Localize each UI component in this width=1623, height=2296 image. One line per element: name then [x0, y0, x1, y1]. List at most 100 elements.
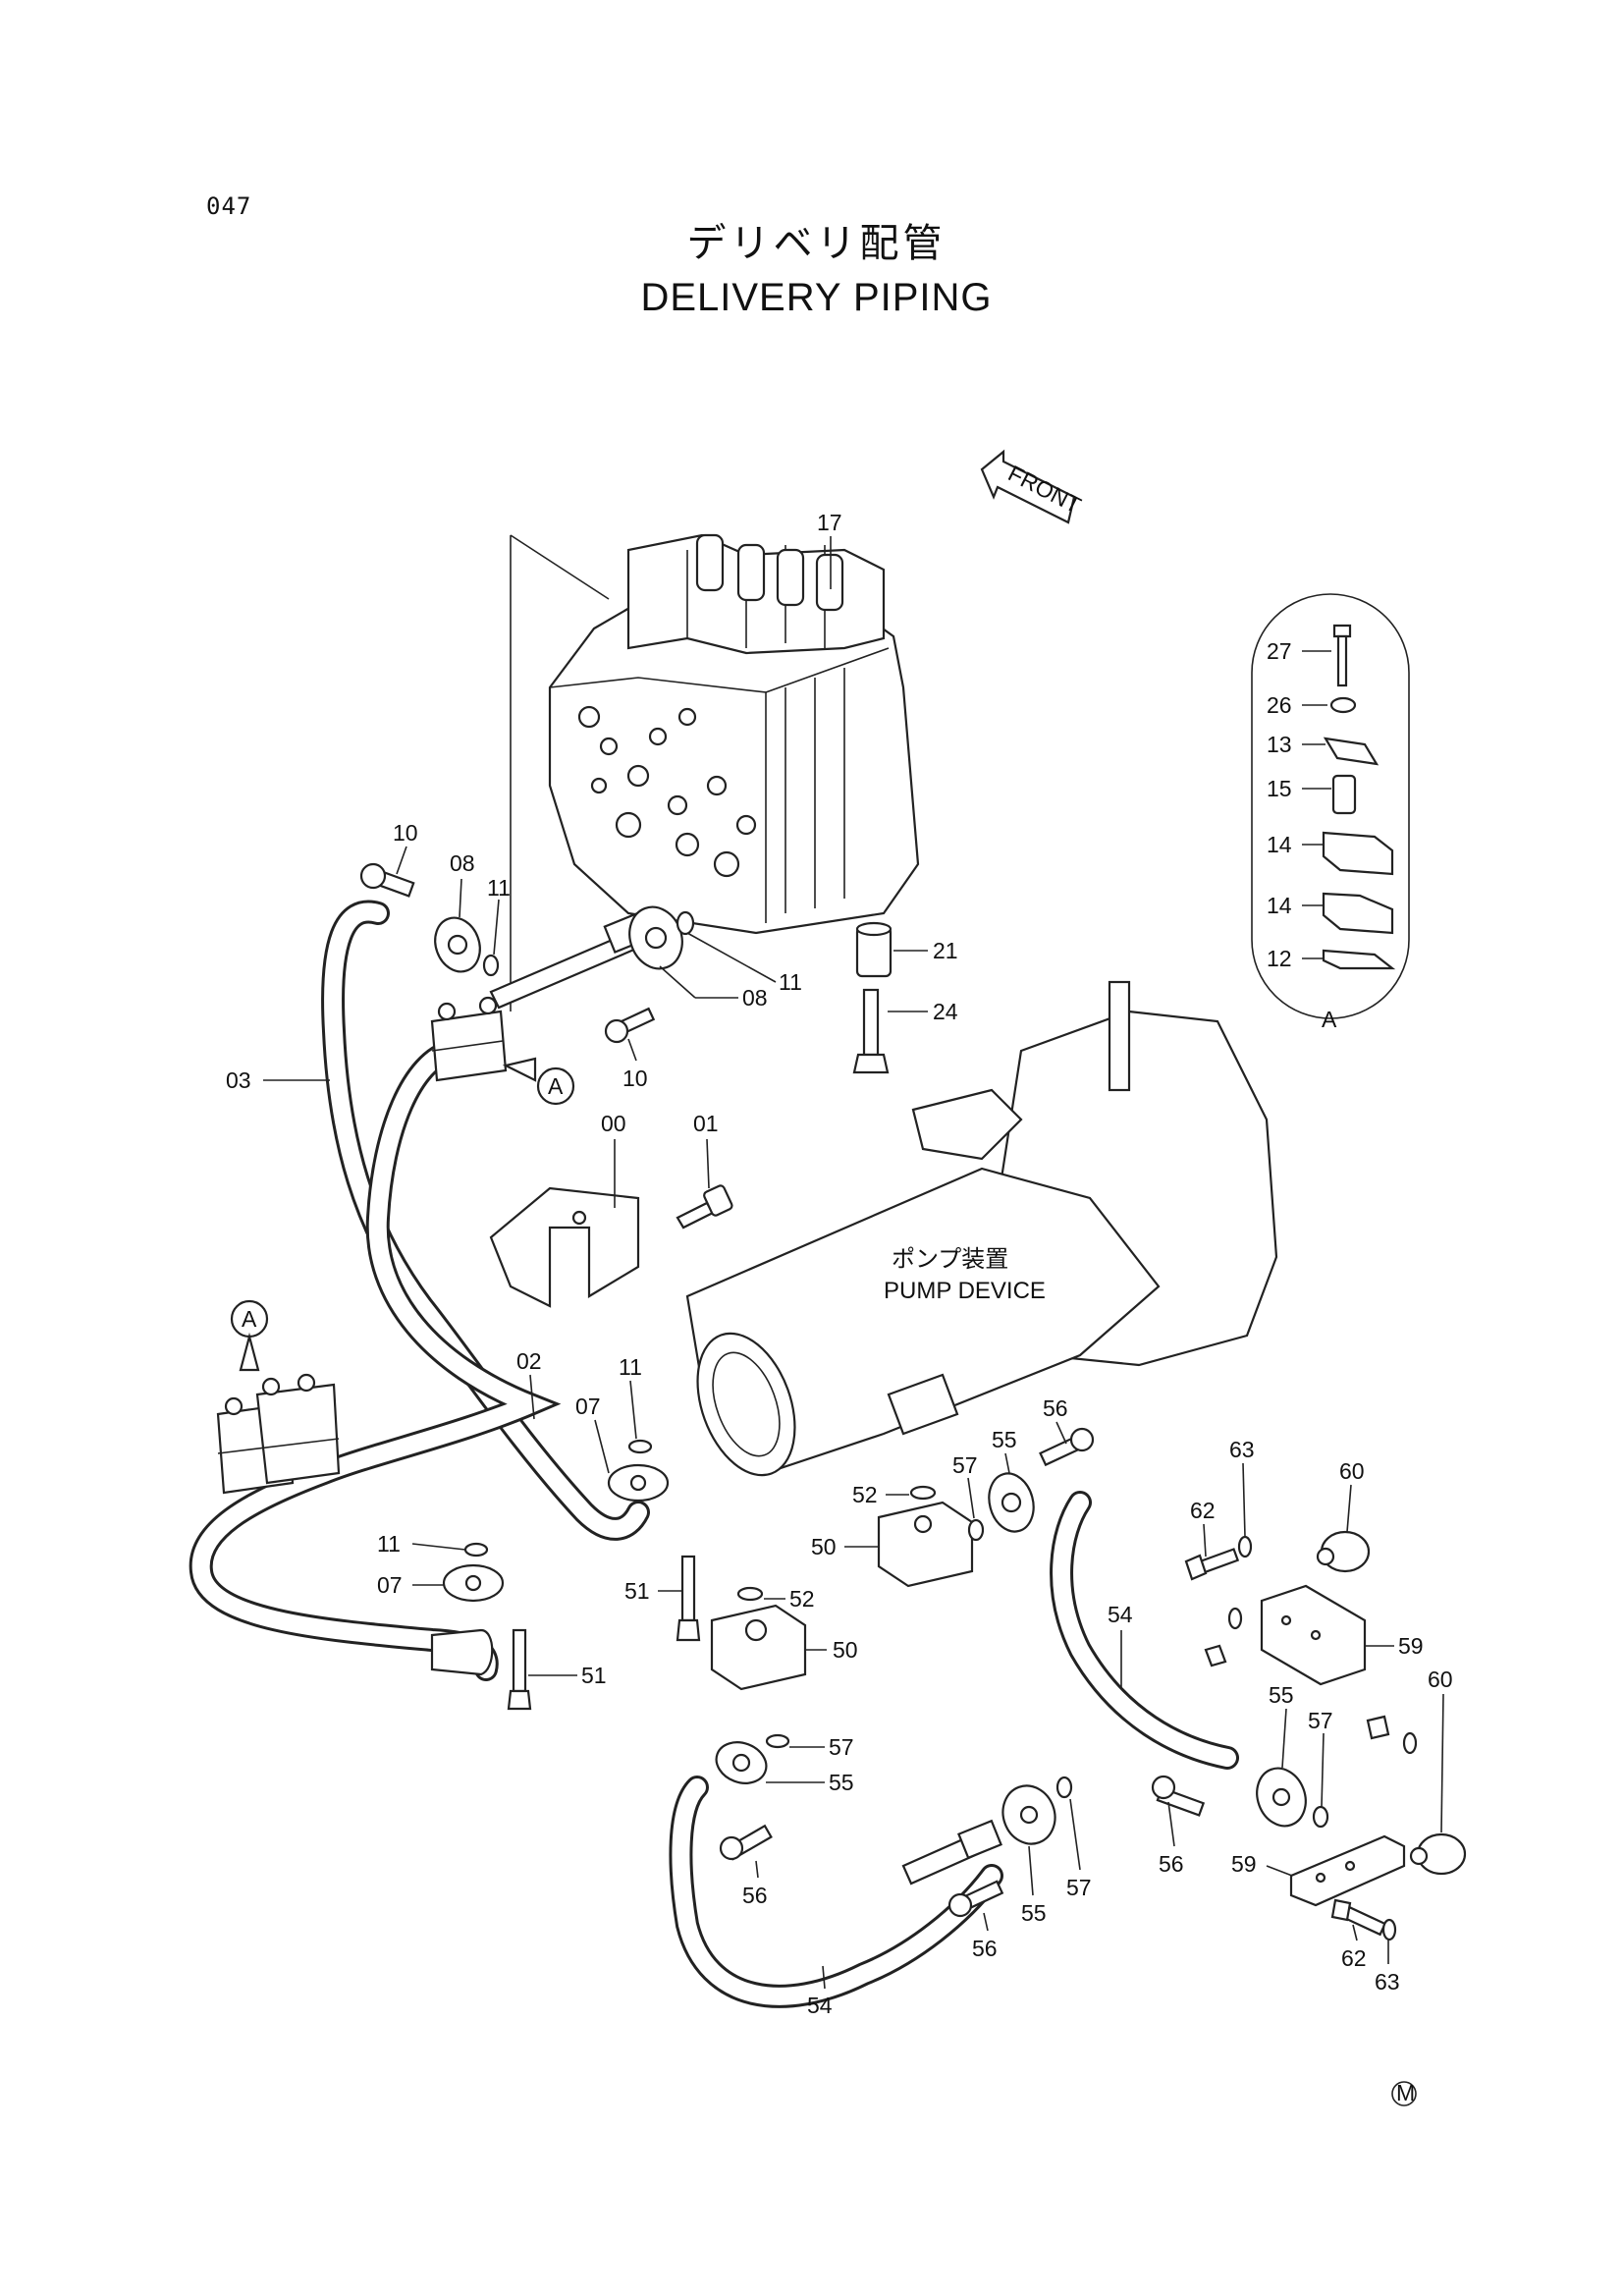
bolt-10-mid	[604, 1007, 656, 1044]
callout-p08a: 08	[450, 850, 475, 918]
callout-p50b: 50	[805, 1637, 858, 1663]
detail-callout-lower: A	[230, 1299, 269, 1372]
svg-text:56: 56	[1043, 1395, 1068, 1421]
svg-text:59: 59	[1398, 1633, 1424, 1659]
svg-text:55: 55	[829, 1770, 854, 1795]
callout-p63a: 63	[1229, 1437, 1255, 1538]
oring-57-right	[1312, 1805, 1329, 1829]
bracket-00	[489, 1186, 640, 1308]
pump-device-label-jp: ポンプ装置	[892, 1246, 1008, 1273]
svg-text:17: 17	[817, 510, 842, 535]
bolt-51-center	[676, 1555, 701, 1642]
svg-text:63: 63	[1229, 1437, 1255, 1462]
oring-11-mid	[676, 910, 695, 936]
callout-p14a: 14	[1267, 832, 1324, 857]
callout-p12: 12	[1267, 946, 1324, 971]
svg-text:57: 57	[1308, 1708, 1333, 1733]
svg-text:03: 03	[226, 1067, 251, 1093]
callout-p01: 01	[693, 1111, 719, 1189]
svg-text:24: 24	[933, 999, 958, 1024]
bolt-10-upper	[359, 862, 415, 898]
hose-02	[189, 1039, 562, 1681]
oring-11-center	[627, 1439, 653, 1454]
plate-59-lower	[1289, 1834, 1406, 1907]
flange-08-mid	[628, 905, 683, 970]
svg-text:11: 11	[487, 875, 511, 901]
oring-52-lower	[736, 1586, 764, 1602]
bolt-62-lower	[1330, 1898, 1387, 1937]
flange-55-right	[1256, 1767, 1307, 1828]
bolt-56-right	[1151, 1775, 1206, 1817]
svg-text:57: 57	[1066, 1875, 1092, 1900]
flange-55-upper	[988, 1472, 1035, 1533]
block-50-lower	[710, 1604, 807, 1691]
bolt-24: 24	[852, 988, 958, 1074]
page-title-en: DELIVERY PIPING	[640, 276, 993, 319]
svg-text:11: 11	[377, 1531, 401, 1557]
svg-text:07: 07	[575, 1394, 601, 1419]
callout-p11c: 11	[619, 1354, 642, 1440]
nut-washer-upper	[1204, 1607, 1243, 1667]
plate-59-upper	[1260, 1584, 1367, 1686]
valve-ports	[577, 705, 757, 878]
callout-p11a: 11	[487, 875, 511, 956]
callout-p51b: 51	[528, 1663, 607, 1688]
callout-p56b: 56	[742, 1860, 768, 1908]
front-arrow: FRONT	[980, 449, 1085, 524]
callout-p62b: 62	[1341, 1924, 1367, 1971]
callout-p55b: 55	[766, 1770, 854, 1795]
clamp-assembly-upper	[430, 996, 508, 1082]
cover-60-lower	[1409, 1832, 1467, 1876]
svg-text:15: 15	[1267, 776, 1292, 801]
callout-p10a: 10	[393, 820, 418, 875]
block-50-upper	[877, 1501, 974, 1588]
bolt-51-lowerleft	[507, 1628, 532, 1711]
svg-text:54: 54	[1108, 1602, 1133, 1627]
callout-p57b: 57	[789, 1734, 854, 1760]
bolt-56-lowermid	[947, 1880, 1004, 1918]
svg-text:M: M	[1396, 2080, 1415, 2105]
oring-57-upper	[967, 1518, 985, 1542]
clamp-assembly-lower	[216, 1373, 341, 1495]
callout-p15: 15	[1267, 776, 1331, 801]
bolt-62-upper	[1184, 1548, 1240, 1581]
svg-text:60: 60	[1339, 1458, 1365, 1484]
washer-63-upper	[1237, 1535, 1253, 1558]
hose-54-lower	[669, 1776, 1003, 2008]
callout-p10b: 10	[622, 1038, 648, 1091]
svg-text:55: 55	[992, 1427, 1017, 1452]
callout-p17: 17	[817, 510, 842, 589]
svg-text:01: 01	[693, 1111, 719, 1136]
callout-p26: 26	[1267, 692, 1327, 718]
callout-p00: 00	[601, 1111, 626, 1208]
callout-p27: 27	[1267, 638, 1331, 664]
svg-text:50: 50	[833, 1637, 858, 1663]
svg-text:07: 07	[377, 1572, 403, 1598]
svg-text:60: 60	[1428, 1667, 1453, 1692]
hose-54-upper	[1050, 1491, 1239, 1770]
svg-text:62: 62	[1341, 1945, 1367, 1971]
flange-55-lowerleft	[715, 1741, 768, 1784]
callout-p56d: 56	[1159, 1801, 1184, 1877]
bolt-01	[676, 1184, 733, 1230]
page-title-jp: デリベリ配管	[686, 221, 947, 266]
detail-a-view	[1251, 593, 1410, 1019]
svg-text:11: 11	[619, 1354, 642, 1380]
detail-a-label: A	[1322, 1007, 1337, 1032]
svg-text:52: 52	[852, 1482, 878, 1507]
callout-p03: 03	[226, 1067, 330, 1093]
callout-p52b: 52	[764, 1586, 815, 1612]
svg-text:27: 27	[1267, 638, 1292, 664]
svg-text:62: 62	[1190, 1498, 1216, 1523]
oring-11-upper	[482, 954, 500, 977]
bolt-56-lowerleft	[719, 1824, 773, 1861]
oring-11-lowerleft	[463, 1542, 489, 1558]
callout-p02: 02	[516, 1348, 542, 1420]
callout-p13: 13	[1267, 732, 1325, 757]
oring-52-center	[909, 1485, 937, 1501]
svg-text:55: 55	[1021, 1900, 1047, 1926]
svg-text:10: 10	[393, 820, 418, 846]
spacer-21: 21	[855, 921, 958, 978]
svg-text:02: 02	[516, 1348, 542, 1374]
